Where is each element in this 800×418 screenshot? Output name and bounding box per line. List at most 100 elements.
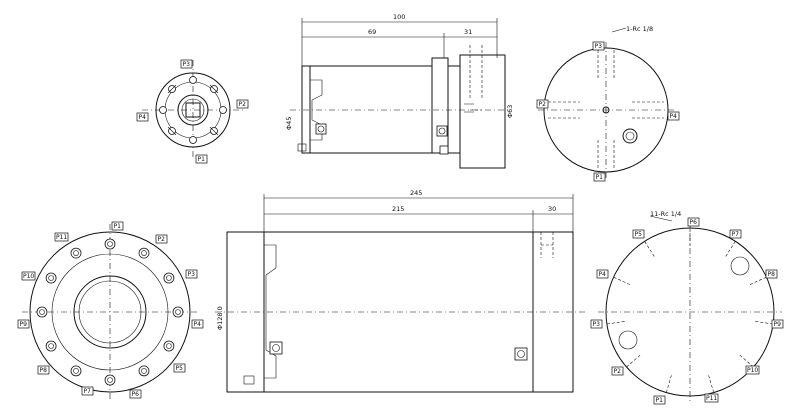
port-label: P1: [596, 174, 604, 181]
port-hole-inner: [48, 343, 54, 349]
top-front-view: P3 P2 P4 P1: [136, 59, 249, 164]
port-label: P2: [539, 101, 547, 108]
port-label: P8: [40, 367, 48, 374]
port-ring: [36, 238, 184, 386]
port-tag: P8: [765, 269, 778, 279]
dim-overall-length: 100: [393, 13, 405, 21]
port-tag: P4: [667, 111, 680, 121]
dim-left-diameter: Φ45: [285, 117, 293, 130]
port-label: P1: [198, 156, 206, 163]
port-tag: P9: [771, 319, 784, 329]
port-tag: P9: [17, 319, 30, 329]
port-label: P3: [595, 43, 603, 50]
thread-callout: 1-Rc 1/8: [626, 25, 653, 33]
bottom-side-view: 245 215 30 Φ128.0: [215, 189, 585, 393]
port-label: P7: [732, 231, 740, 238]
port-hole: [45, 340, 57, 352]
port-hole-inner: [141, 368, 147, 374]
port-tag: P4: [596, 269, 609, 279]
port-tag: P1: [195, 154, 208, 164]
port-tag: P7: [729, 229, 742, 239]
port-tag: P10: [745, 365, 760, 375]
thread-callout: 11-Rc 1/4: [650, 210, 681, 218]
port-passage: [613, 276, 631, 285]
port-tag: P11: [54, 232, 69, 242]
port-label: P6: [132, 391, 140, 398]
port-passage: [644, 241, 655, 257]
port-tag: P8: [37, 365, 50, 375]
port-hole-inner: [175, 309, 181, 315]
port-label: P7: [84, 388, 92, 395]
dim-main-length: 69: [368, 28, 376, 36]
port-tag: P11: [704, 393, 719, 403]
port-label: P1: [114, 223, 122, 230]
port-label: P3: [593, 321, 601, 328]
port-label: P4: [599, 271, 607, 278]
port-label: P4: [139, 114, 147, 121]
port-hole: [104, 238, 116, 250]
port-label: P8: [768, 271, 776, 278]
port-label: P11: [56, 234, 67, 241]
port-tag: P10: [21, 271, 36, 281]
port-label: P1: [656, 397, 664, 404]
port-label: P5: [635, 231, 643, 238]
port-tag: P4: [191, 319, 204, 329]
port-tag: P1: [653, 395, 666, 405]
port-label: P3: [188, 271, 196, 278]
port-tag: P2: [536, 99, 549, 109]
port-tag: P1: [593, 172, 606, 182]
dim-main-length: 215: [392, 205, 404, 213]
port-tag: P5: [173, 363, 186, 373]
port-hole: [70, 365, 82, 377]
port-hole: [36, 306, 48, 318]
port-tag: P5: [632, 229, 645, 239]
port-label: P11: [706, 395, 717, 402]
port-tag: P1: [111, 221, 124, 231]
port-label: P10: [747, 367, 758, 374]
port-label: P3: [183, 61, 191, 68]
port-hole-inner: [107, 241, 113, 247]
port-label: P6: [690, 219, 698, 226]
port-tag: P2: [236, 99, 249, 109]
port-hole: [163, 340, 175, 352]
port-hole-inner: [166, 275, 172, 281]
port-hole-inner: [141, 250, 147, 256]
port-tag: P2: [155, 234, 168, 244]
port-label: P9: [774, 321, 782, 328]
bottom-rear-view: 11-Rc 1/4 P6 P5 P7 P4 P8 P3 P9 P2 P10 P1…: [590, 210, 784, 405]
port-label: P4: [194, 321, 202, 328]
port-passage: [725, 241, 736, 257]
port-hole-inner: [39, 309, 45, 315]
port-passage: [626, 354, 641, 368]
port-tag: P3: [592, 41, 605, 51]
port-label: P2: [239, 101, 247, 108]
port-label: P9: [20, 321, 28, 328]
port-tag: P4: [136, 112, 149, 122]
dim-flange-length: 30: [548, 205, 556, 213]
port-hole: [104, 374, 116, 386]
port-passage: [666, 375, 672, 393]
bottom-front-view: P11 P1 P2 P10 P3 P9 P4 P8 P5 P7 P6: [17, 221, 204, 402]
dim-overall-length: 245: [410, 189, 422, 197]
port-passage: [755, 321, 774, 325]
port-tag: P2: [611, 366, 624, 376]
port-tag: P7: [81, 386, 94, 396]
port-tag: P3: [185, 269, 198, 279]
top-side-view: 100 69 31 Φ45 Φ63: [285, 13, 514, 169]
port-hole: [138, 247, 150, 259]
port-hole-inner: [48, 275, 54, 281]
port-passage: [749, 276, 767, 285]
port-label: P2: [158, 236, 166, 243]
port-tag: P3: [180, 59, 193, 69]
port-label: P10: [23, 273, 34, 280]
port-hole: [163, 272, 175, 284]
port-passages: [606, 228, 774, 393]
port-passage: [708, 375, 714, 393]
dim-flange-length: 31: [464, 28, 472, 36]
port-passage: [739, 354, 754, 368]
port-tag: P6: [129, 389, 142, 399]
dim-diameter: Φ63: [506, 105, 514, 118]
port-tag: P6: [687, 217, 700, 227]
port-hole: [45, 272, 57, 284]
